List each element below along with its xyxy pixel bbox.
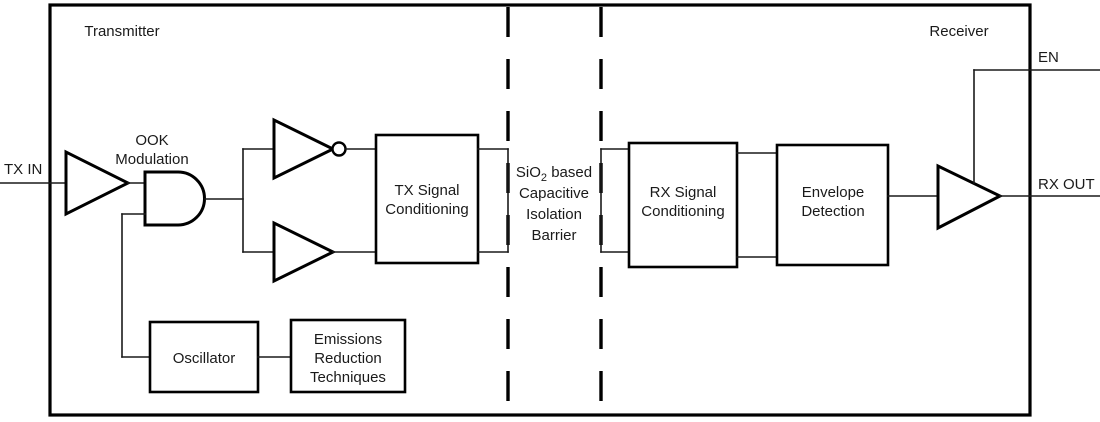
ook-and-gate-icon (143, 170, 206, 227)
tx-inverting-driver-icon (272, 117, 337, 181)
barrier-label-line2: Capacitive (519, 185, 589, 202)
barrier-label-line3: Isolation (526, 206, 582, 223)
ook-modulation-label-line2: Modulation (115, 151, 188, 168)
oscillator-block (148, 320, 260, 394)
transmitter-section-label: Transmitter (84, 23, 159, 40)
barrier-sio2-subscript: 2 (541, 172, 547, 184)
rx-out-pin-label: RX OUT (1038, 176, 1095, 193)
device-outline (48, 3, 1032, 417)
tx-signal-conditioning-label-line1: TX Signal (394, 182, 459, 199)
barrier-sio2-text: SiO (516, 164, 541, 181)
receiver-section-label: Receiver (929, 23, 988, 40)
rx-output-buffer-icon (936, 163, 1004, 231)
tx-noninverting-driver-icon (272, 220, 337, 284)
barrier-label-line1: SiO2 based (516, 164, 592, 184)
tx-signal-conditioning-block (374, 133, 480, 265)
tx-input-buffer-icon (64, 149, 132, 217)
emissions-reduction-label-line3: Techniques (310, 369, 386, 386)
barrier-based-text: based (547, 164, 592, 181)
emissions-reduction-label-line2: Reduction (314, 350, 382, 367)
inverter-bubble-icon (331, 141, 347, 157)
envelope-detection-label-line1: Envelope (802, 184, 865, 201)
oscillator-label: Oscillator (173, 350, 236, 367)
envelope-detection-label-line2: Detection (801, 203, 864, 220)
envelope-detection-block (775, 143, 890, 267)
en-pin-label: EN (1038, 49, 1059, 66)
ook-modulation-label-line1: OOK (135, 132, 168, 149)
emissions-reduction-block (289, 318, 407, 394)
rx-signal-conditioning-label-line1: RX Signal (650, 184, 717, 201)
tx-in-pin-label: TX IN (4, 161, 42, 178)
tx-signal-conditioning-label-line2: Conditioning (385, 201, 468, 218)
barrier-label-line4: Barrier (531, 227, 576, 244)
rx-signal-conditioning-block (627, 141, 739, 269)
rx-signal-conditioning-label-line2: Conditioning (641, 203, 724, 220)
emissions-reduction-label-line1: Emissions (314, 331, 382, 348)
